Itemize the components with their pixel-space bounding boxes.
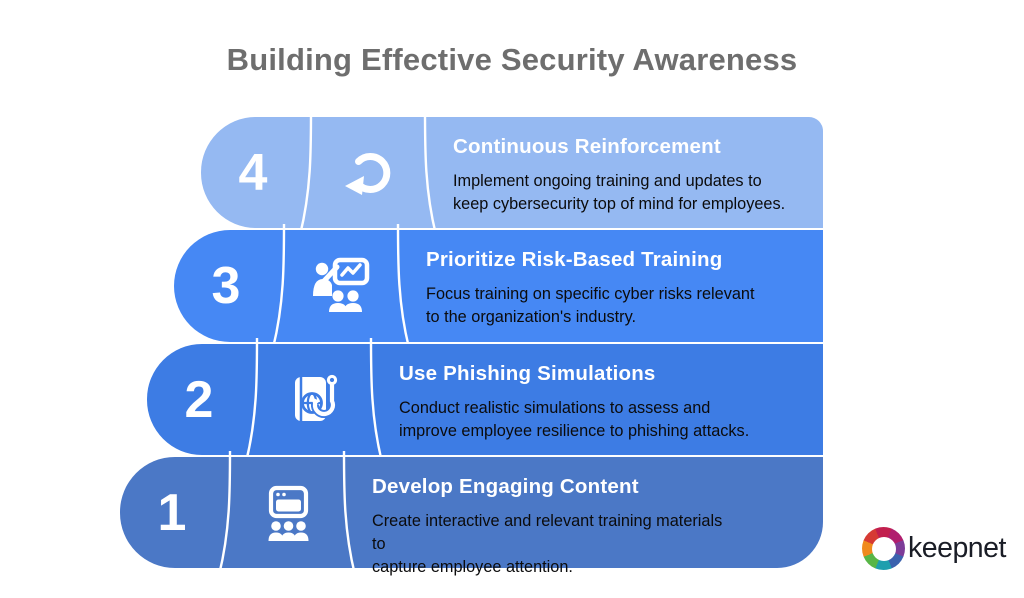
step-number: 4 xyxy=(238,143,268,202)
step-title: Use Phishing Simulations xyxy=(399,362,656,385)
step-row-3: 3 Prioritize Risk-Based Training Focus t… xyxy=(174,224,823,348)
training-presentation-icon xyxy=(310,254,374,318)
step-text-block: Use Phishing Simulations Conduct realist… xyxy=(399,344,765,443)
step-number: 2 xyxy=(184,370,214,429)
step-row-1: 1 Develop Engaging Content Create in xyxy=(120,451,823,576)
step-description: Implement ongoing training and updates t… xyxy=(453,172,786,213)
step-description: Focus training on specific cyber risks r… xyxy=(426,285,755,326)
step-number: 1 xyxy=(157,483,187,542)
engaging-content-icon xyxy=(256,481,320,545)
refresh-icon xyxy=(337,141,401,205)
brand-name: keepnet xyxy=(908,532,1006,564)
step-title: Prioritize Risk-Based Training xyxy=(426,248,723,271)
phishing-simulation-icon xyxy=(283,368,347,432)
step-text-block: Continuous Reinforcement Implement ongoi… xyxy=(453,117,819,216)
step-row-4: 4 Continuous Reinforcement Implement ong… xyxy=(201,111,823,235)
keepnet-ring-icon xyxy=(862,527,905,570)
brand-logo: keepnet xyxy=(862,527,1006,570)
step-title: Continuous Reinforcement xyxy=(453,135,721,158)
step-title: Develop Engaging Content xyxy=(372,475,639,498)
step-row-2: 2 Use Phishing Simulations Conduct reali… xyxy=(147,338,823,462)
page-title: Building Effective Security Awareness xyxy=(226,42,798,77)
step-number: 3 xyxy=(211,257,241,315)
step-text-block: Develop Engaging Content Create interact… xyxy=(372,457,738,579)
step-text-block: Prioritize Risk-Based Training Focus tra… xyxy=(426,230,792,329)
step-description: Create interactive and relevant training… xyxy=(372,512,723,576)
step-description: Conduct realistic simulations to assess … xyxy=(399,399,750,440)
